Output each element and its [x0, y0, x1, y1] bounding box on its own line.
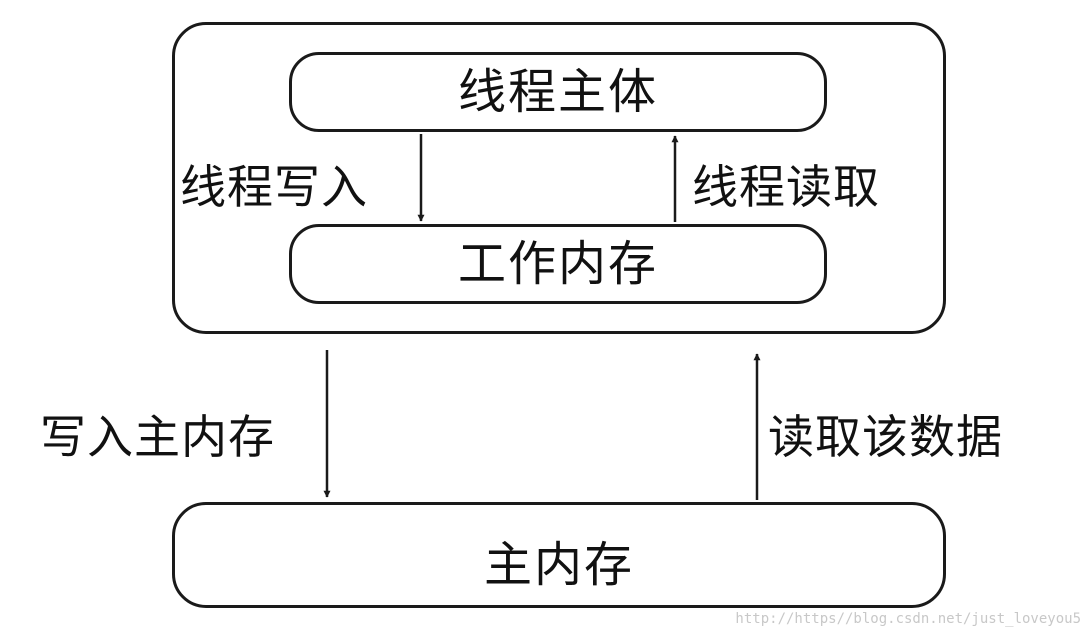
thread-body-box: 线程主体 — [289, 52, 827, 132]
main-memory-label: 主内存 — [483, 537, 634, 593]
working-memory-label: 工作内存 — [457, 236, 658, 292]
write-to-main-label: 写入主内存 — [40, 410, 275, 464]
working-memory-box: 工作内存 — [289, 224, 827, 304]
main-memory-box: 主内存 — [172, 502, 946, 608]
thread-write-label: 线程写入 — [180, 160, 368, 214]
thread-body-label: 线程主体 — [457, 64, 658, 120]
watermark-text: http://https//blog.csdn.net/just_loveyou… — [735, 611, 1081, 627]
thread-read-label: 线程读取 — [692, 160, 880, 214]
read-data-label: 读取该数据 — [768, 410, 1003, 464]
